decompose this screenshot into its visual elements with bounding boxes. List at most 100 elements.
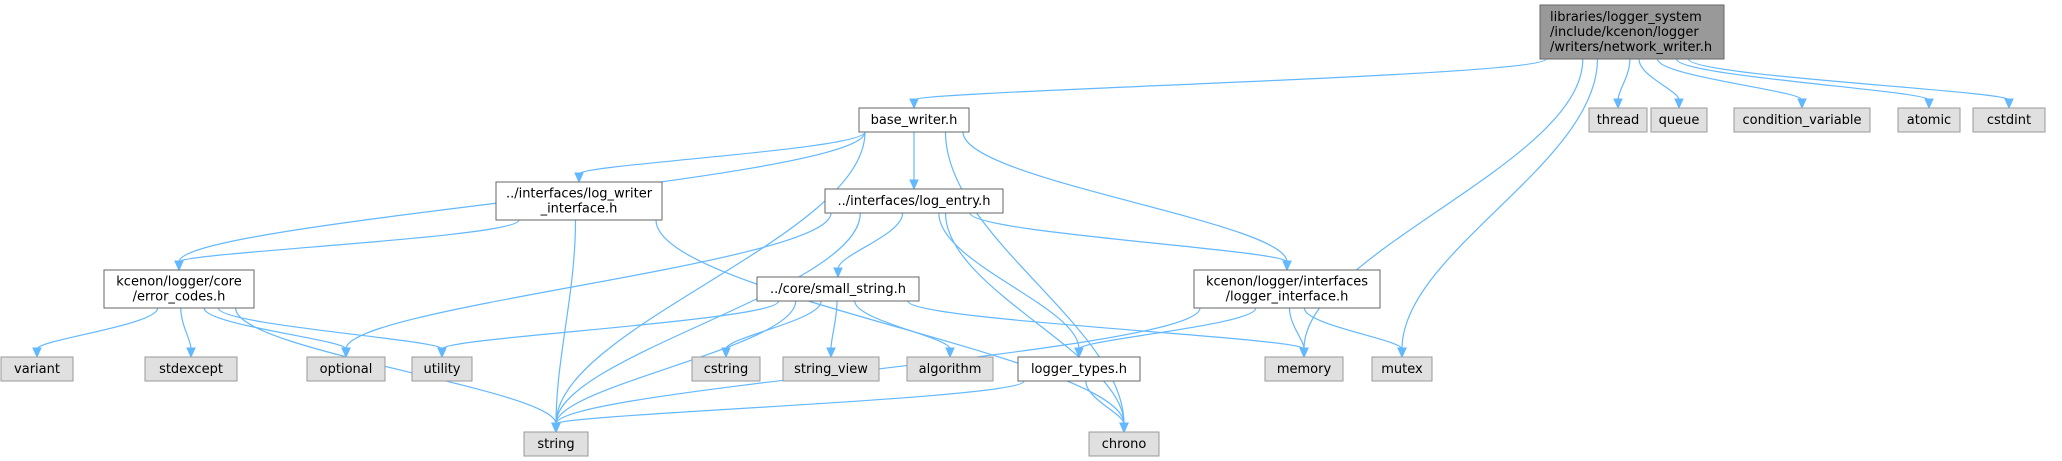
edge-line bbox=[854, 300, 951, 350]
node-label: memory bbox=[1277, 362, 1332, 377]
edge-arrowhead bbox=[1299, 347, 1309, 359]
edge-arrowhead bbox=[909, 179, 919, 191]
edge-line bbox=[1401, 58, 1599, 350]
edge-arrowhead bbox=[1397, 347, 1407, 359]
node-box bbox=[858, 107, 970, 133]
node-box bbox=[1539, 4, 1725, 60]
edge-line bbox=[655, 219, 1125, 425]
node-network_writer[interactable]: libraries/logger_system/include/kcenon/l… bbox=[1539, 4, 1725, 60]
node-cstring: cstring bbox=[691, 356, 761, 382]
node-label: /include/kcenon/logger bbox=[1550, 25, 1699, 40]
node-label: logger_types.h bbox=[1031, 362, 1127, 377]
edge-arrowhead bbox=[826, 347, 836, 359]
edge-line bbox=[1303, 58, 1584, 350]
edge-line bbox=[913, 58, 1547, 101]
edge-log_entry-to-string bbox=[551, 212, 861, 434]
node-box bbox=[782, 356, 880, 382]
node-queue: queue bbox=[1650, 107, 1708, 133]
edge-log_entry-to-small_string bbox=[833, 212, 904, 279]
edge-arrowhead bbox=[186, 347, 196, 359]
node-box bbox=[103, 269, 255, 309]
edge-arrowhead bbox=[833, 267, 843, 279]
node-label: /logger_interface.h bbox=[1226, 290, 1349, 305]
node-logger_types[interactable]: logger_types.h bbox=[1017, 356, 1141, 382]
node-cstdint: cstdint bbox=[1972, 107, 2046, 133]
edge-network_writer-to-base_writer bbox=[909, 58, 1547, 110]
edge-line bbox=[907, 300, 1305, 350]
edge-log_entry-to-logger_interface bbox=[969, 212, 1292, 272]
edge-log_writer_interface-to-chrono bbox=[655, 219, 1129, 434]
edge-network_writer-to-queue bbox=[1638, 58, 1684, 110]
edge-line bbox=[830, 300, 838, 350]
edge-line bbox=[1288, 307, 1305, 350]
node-logger_interface[interactable]: kcenon/logger/interfaces/logger_interfac… bbox=[1193, 269, 1381, 309]
edge-line bbox=[180, 307, 192, 350]
edge-log_writer_interface-to-error_codes bbox=[174, 219, 520, 272]
edge-line bbox=[725, 300, 822, 350]
node-base_writer[interactable]: base_writer.h bbox=[858, 107, 970, 133]
node-log_writer_interface[interactable]: ../interfaces/log_writer_interface.h bbox=[495, 181, 663, 221]
edge-error_codes-to-variant bbox=[32, 307, 159, 359]
file-nodes: libraries/logger_system/include/kcenon/l… bbox=[0, 4, 2046, 457]
node-utility: utility bbox=[411, 356, 473, 382]
node-label: cstdint bbox=[1987, 113, 2031, 128]
edge-arrowhead bbox=[1674, 98, 1684, 110]
edge-small_string-to-cstring bbox=[721, 300, 822, 359]
node-label: variant bbox=[14, 362, 60, 377]
node-small_string[interactable]: ../core/small_string.h bbox=[756, 276, 920, 302]
edge-line bbox=[1085, 380, 1125, 425]
node-label: libraries/logger_system bbox=[1550, 10, 1702, 25]
node-log_entry[interactable]: ../interfaces/log_entry.h bbox=[824, 188, 1004, 214]
node-box bbox=[1972, 107, 2046, 133]
node-label: string_view bbox=[794, 362, 868, 377]
node-box bbox=[1650, 107, 1708, 133]
node-box bbox=[1017, 356, 1141, 382]
edge-line bbox=[555, 212, 861, 425]
node-string_view: string_view bbox=[782, 356, 880, 382]
node-optional: optional bbox=[306, 356, 386, 382]
node-error_codes[interactable]: kcenon/logger/core/error_codes.h bbox=[103, 269, 255, 309]
edge-arrowhead bbox=[1613, 98, 1623, 110]
edge-small_string-to-algorithm bbox=[854, 300, 955, 359]
edge-network_writer-to-mutex bbox=[1397, 58, 1599, 359]
edge-arrowhead bbox=[1282, 260, 1292, 272]
edge-line bbox=[962, 131, 1288, 263]
node-box bbox=[495, 181, 663, 221]
edge-arrowhead bbox=[2004, 98, 2014, 110]
node-label: /error_codes.h bbox=[133, 290, 226, 305]
edge-arrowhead bbox=[1074, 347, 1084, 359]
node-box bbox=[523, 431, 589, 457]
edge-base_writer-to-logger_interface bbox=[962, 131, 1292, 272]
node-box bbox=[824, 188, 1004, 214]
edge-line bbox=[969, 212, 1288, 263]
edge-line bbox=[1638, 58, 1680, 101]
edge-line bbox=[441, 300, 780, 350]
node-box bbox=[144, 356, 238, 382]
edge-small_string-to-utility bbox=[437, 300, 780, 359]
node-memory: memory bbox=[1264, 356, 1344, 382]
node-box bbox=[691, 356, 761, 382]
edge-line bbox=[1656, 58, 1803, 101]
node-box bbox=[1897, 107, 1961, 133]
node-label: cstring bbox=[704, 362, 748, 377]
edge-network_writer-to-memory bbox=[1299, 58, 1584, 359]
edge-network_writer-to-atomic bbox=[1675, 58, 1934, 110]
node-condition_variable: condition_variable bbox=[1733, 107, 1871, 133]
node-label: ../interfaces/log_writer bbox=[506, 187, 653, 202]
node-label: algorithm bbox=[919, 362, 982, 377]
edge-line bbox=[837, 212, 904, 270]
node-label: ../interfaces/log_entry.h bbox=[838, 194, 991, 209]
node-box bbox=[1193, 269, 1381, 309]
edge-arrowhead bbox=[341, 347, 351, 359]
node-label: optional bbox=[320, 362, 373, 377]
edge-line bbox=[235, 307, 557, 425]
edge-small_string-to-memory bbox=[907, 300, 1309, 359]
edge-line bbox=[203, 307, 347, 350]
edge-small_string-to-string_view bbox=[826, 300, 838, 359]
edge-line bbox=[1617, 58, 1631, 101]
edge-line bbox=[578, 131, 866, 175]
edge-log_entry-to-logger_types bbox=[938, 212, 1084, 359]
node-box bbox=[1588, 107, 1648, 133]
edge-arrowhead bbox=[1924, 98, 1934, 110]
node-algorithm: algorithm bbox=[906, 356, 994, 382]
